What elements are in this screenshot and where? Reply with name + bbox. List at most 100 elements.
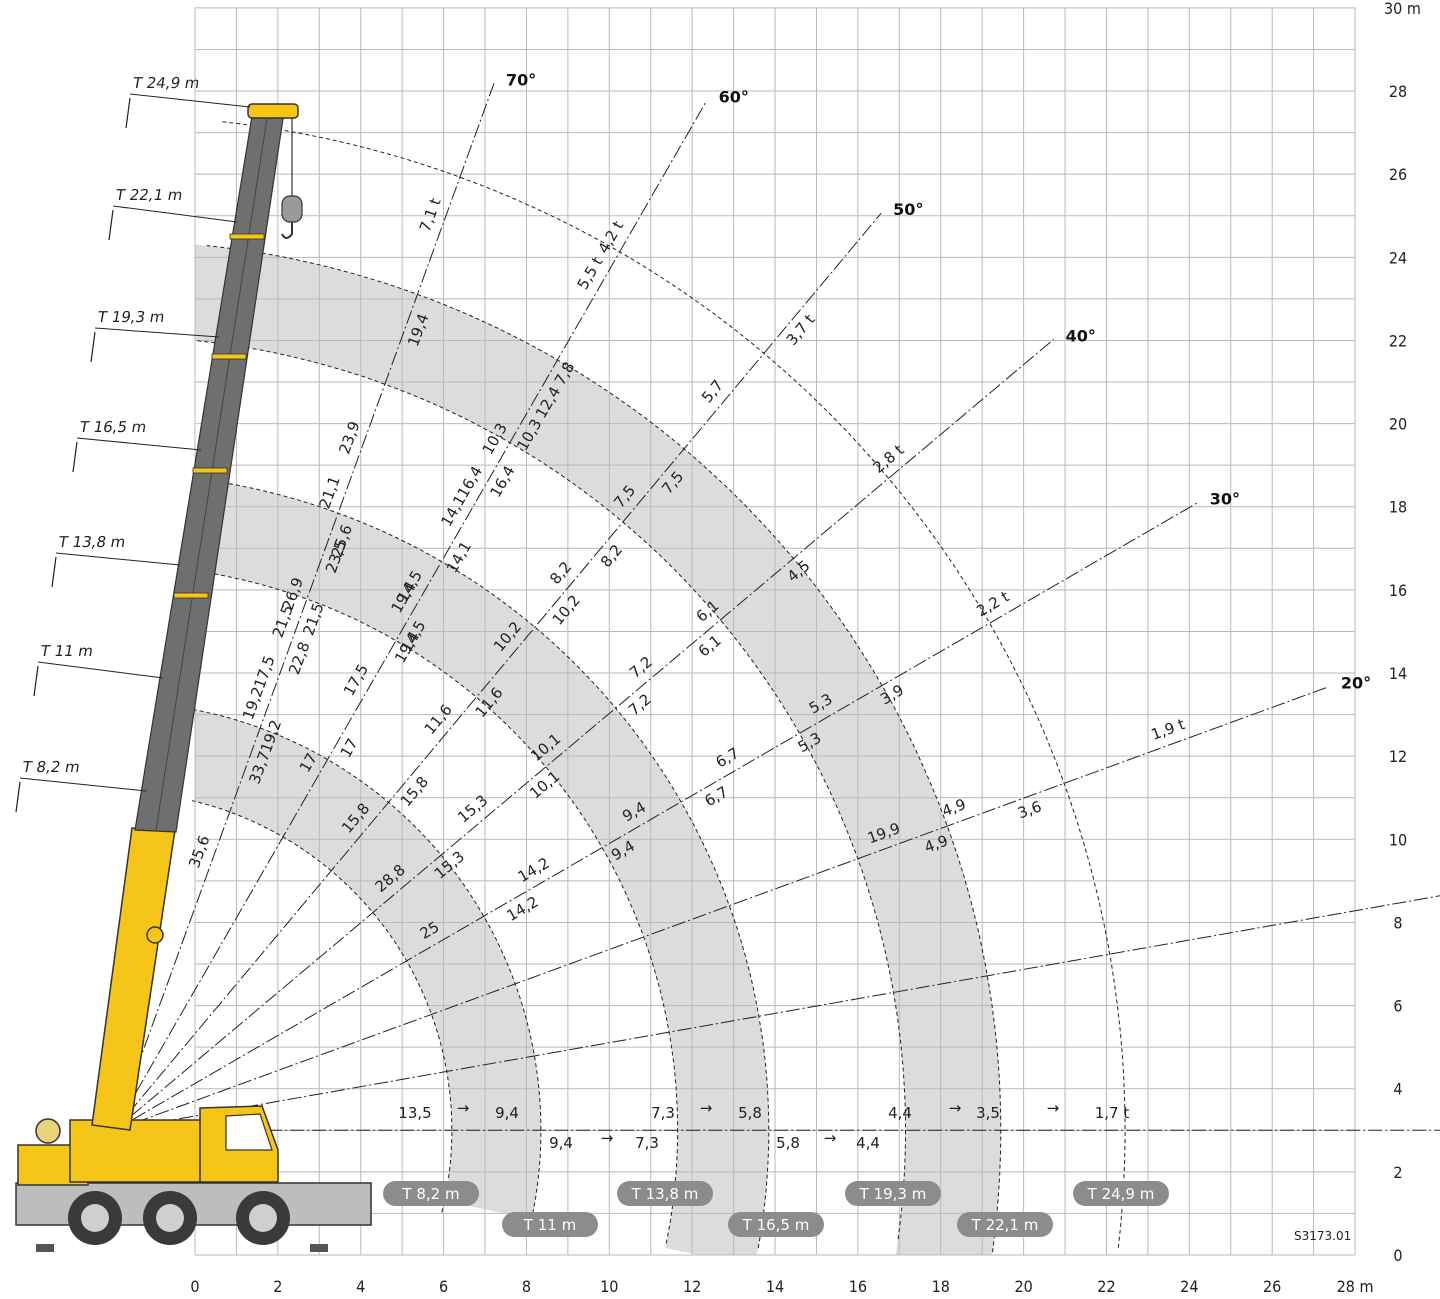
angle-label: 30°	[1210, 490, 1240, 509]
tip-arc	[196, 570, 679, 1244]
cab-window	[225, 1113, 273, 1151]
radius-pill	[383, 1181, 479, 1206]
arrow: →	[457, 1099, 470, 1117]
load-value: 4,2 t	[594, 218, 627, 257]
tip-arc	[194, 709, 542, 1235]
radius-pill	[845, 1181, 941, 1206]
y-tick-label: 22	[1389, 331, 1407, 350]
load-value: 10,2	[549, 591, 584, 628]
angle-label: 40°	[1066, 326, 1096, 345]
radius-pill-label: T 24,9 m	[1087, 1185, 1155, 1203]
angle-label: 50°	[893, 200, 923, 219]
arrow: →	[1047, 1099, 1060, 1117]
arrow: →	[949, 1099, 962, 1117]
grid	[194, 7, 1356, 1256]
x-tick-label: 16	[849, 1277, 867, 1296]
leader-arrow	[72, 441, 78, 473]
y-tick-label: 0	[1393, 1246, 1402, 1265]
radius-pill-label: T 19,3 m	[859, 1185, 927, 1203]
radius-pill	[502, 1212, 598, 1237]
y-tick-label: 14	[1389, 664, 1407, 683]
tip-arc	[196, 478, 770, 1249]
leader-arrow	[51, 556, 57, 588]
angle-line	[113, 338, 1054, 1131]
load-value: 23,9	[335, 419, 363, 457]
load-value: 3,6	[1015, 797, 1044, 822]
hook	[281, 222, 293, 239]
y-tick-label: 16	[1389, 581, 1407, 600]
radius-pill-label: T 11 m	[523, 1216, 576, 1234]
arrow: →	[700, 1099, 713, 1117]
y-tick-label: 2	[1393, 1163, 1402, 1182]
boom-length-label: T 11 m	[38, 642, 95, 660]
leader-arrow	[125, 97, 131, 129]
boom-head	[247, 103, 299, 119]
telescope-joint	[229, 233, 265, 240]
leader-arrow	[15, 781, 21, 813]
x-tick-label: 10	[600, 1277, 618, 1296]
load-value: 15,3	[454, 791, 491, 826]
load-value: 9,4	[549, 1134, 573, 1152]
y-tick-label: 8	[1393, 913, 1402, 932]
counterweight-knob	[35, 1118, 61, 1144]
x-tick-label: 0	[190, 1277, 199, 1296]
y-tick-label: 30 m	[1384, 0, 1421, 18]
load-value: 35,6	[185, 833, 213, 871]
load-value: 4,9	[940, 795, 969, 820]
boom-base	[91, 827, 176, 1131]
leader-line	[37, 661, 164, 679]
radius-pill-label: T 16,5 m	[742, 1216, 810, 1234]
load-value: 17,5	[340, 661, 372, 699]
load-value: 9,4	[495, 1104, 519, 1122]
superstructure	[69, 1119, 211, 1183]
radius-pill	[728, 1212, 824, 1237]
drawing-code: S3173.01	[1294, 1229, 1351, 1243]
outrigger-pad	[36, 1244, 54, 1252]
tip-arc	[196, 340, 906, 1240]
load-value: 7,3	[651, 1104, 675, 1122]
load-value: 5,5 t	[574, 254, 607, 293]
wheel	[236, 1191, 290, 1245]
load-value: 14,2	[504, 893, 542, 925]
load-value: 8,2	[597, 541, 626, 571]
boom-tip-arcs	[192, 121, 1126, 1253]
load-value: 21,5	[269, 602, 297, 640]
angle-line	[113, 83, 495, 1131]
angle-label: 60°	[719, 88, 749, 107]
x-tick-label: 8	[522, 1277, 531, 1296]
y-tick-label: 12	[1389, 747, 1407, 766]
arrow: →	[601, 1129, 614, 1147]
load-value: 22,8	[285, 639, 313, 677]
boom-length-label: T 8,2 m	[20, 758, 81, 776]
wheel	[143, 1191, 197, 1245]
x-tick-label: 20	[1014, 1277, 1032, 1296]
load-value: 6,7	[713, 744, 743, 772]
angle-line	[114, 686, 1330, 1131]
radius-pill-label: T 13,8 m	[631, 1185, 699, 1203]
boom-angle-lines	[113, 83, 1440, 1131]
angle-label: 20°	[1341, 674, 1371, 693]
tip-arc	[219, 121, 1126, 1248]
radius-band	[195, 244, 1001, 1255]
x-tick-label: 14	[766, 1277, 784, 1296]
leader-line	[112, 205, 238, 223]
angle-labels: 70°60°50°40°30°20°10°0°	[506, 70, 1371, 693]
angle-line	[114, 895, 1440, 1131]
x-tick-label: 2	[273, 1277, 282, 1296]
leader-arrow	[108, 209, 114, 241]
load-value: 17,5	[250, 653, 278, 691]
arrow: →	[824, 1129, 837, 1147]
angle-line	[113, 212, 882, 1131]
load-value: 13,5	[398, 1104, 431, 1122]
load-value: 16,4	[486, 463, 518, 501]
load-value: 5,8	[776, 1134, 800, 1152]
y-tick-label: 24	[1389, 248, 1407, 267]
telescope-joint	[173, 592, 209, 599]
telescope-joint	[192, 467, 228, 474]
leader-arrow	[90, 331, 96, 363]
x-tick-label: 24	[1180, 1277, 1198, 1296]
y-tick-label: 4	[1393, 1080, 1402, 1099]
radius-pills: T 8,2 mT 11 mT 13,8 mT 16,5 mT 19,3 mT 2…	[383, 1181, 1169, 1237]
boom-length-label: T 24,9 m	[130, 74, 201, 92]
